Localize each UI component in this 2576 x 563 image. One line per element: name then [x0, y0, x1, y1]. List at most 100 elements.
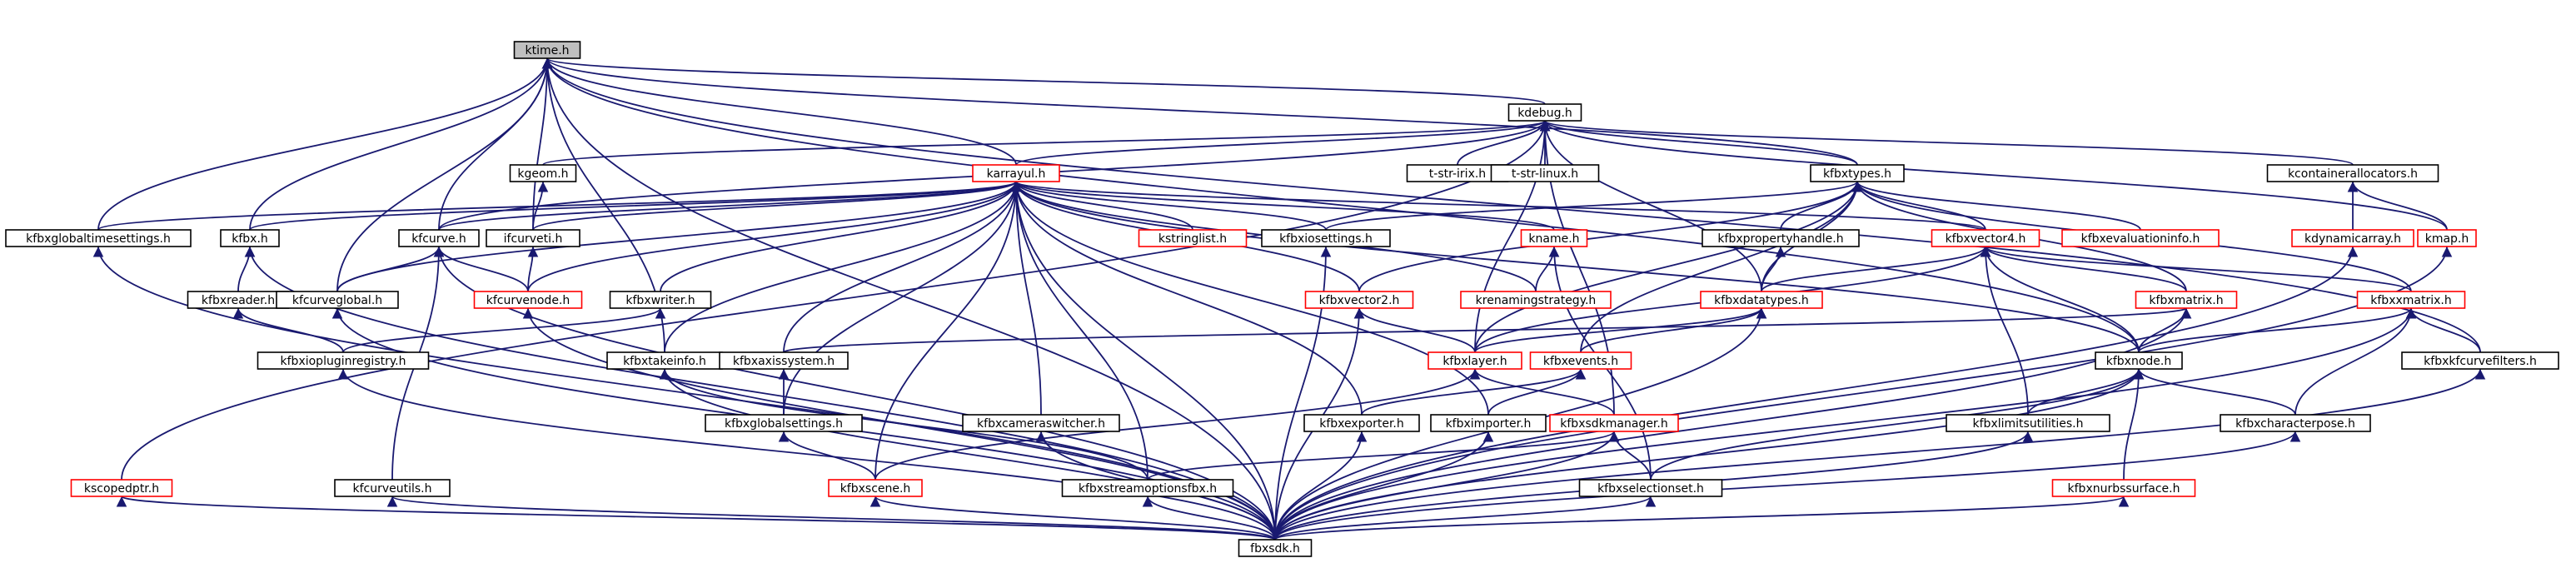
node-kfbxdatatypes[interactable]: kfbxdatatypes.h — [1700, 291, 1823, 309]
node-kfbxiopluginregistry[interactable]: kfbxiopluginregistry.h — [257, 351, 430, 370]
node-kfbx[interactable]: kfbx.h — [220, 229, 280, 247]
edge-kfbxglobaltimesettings-to-karrayul — [97, 181, 1021, 231]
edge-fbxsdk-to-kfbxstreamoptionsfbx — [1142, 496, 1276, 541]
node-kfbxtypes[interactable]: kfbxtypes.h — [1810, 164, 1905, 182]
edge-fbxsdk-to-kfbxscene — [869, 496, 1276, 541]
node-kfbxmatrix[interactable]: kfbxmatrix.h — [2135, 291, 2238, 309]
node-label: kfbxxmatrix.h — [2370, 294, 2451, 307]
node-box — [1578, 479, 1723, 497]
node-box — [473, 291, 583, 309]
node-label: kfbxglobaltimesettings.h — [26, 232, 171, 246]
node-kfcurve[interactable]: kfcurve.h — [398, 229, 480, 247]
node-kfbxglobalsettings[interactable]: kfbxglobalsettings.h — [705, 414, 863, 432]
edge-fbxsdk-to-karrayul — [1010, 181, 1276, 541]
node-kname[interactable]: kname.h — [1520, 229, 1588, 247]
node-kfbxkfcurvefilters[interactable]: kfbxkfcurvefilters.h — [2401, 351, 2559, 370]
node-label: kfbxpropertyhandle.h — [1717, 232, 1843, 246]
edge-kfbxselectionset-to-kfbxnode — [1650, 368, 2145, 481]
node-kgeom[interactable]: kgeom.h — [509, 164, 577, 182]
node-box — [1520, 229, 1588, 247]
node-kfbxexporter[interactable]: kfbxexporter.h — [1303, 414, 1420, 432]
node-box — [2220, 414, 2371, 432]
node-label: kfbxcharacterpose.h — [2235, 417, 2355, 431]
node-kfbximporter[interactable]: kfbximporter.h — [1430, 414, 1547, 432]
edge-kfbxcharacterpose-to-kfbxnode — [2133, 368, 2296, 416]
node-label: kfcurveutils.h — [352, 482, 431, 496]
node-label: ktime.h — [525, 44, 569, 57]
node-kfbxiosettings[interactable]: kfbxiosettings.h — [1261, 229, 1391, 247]
node-kscopedptr[interactable]: kscopedptr.h — [70, 479, 173, 497]
node-label: kcontainerallocators.h — [2288, 167, 2418, 181]
edge-kfbxnode-to-kfbxxmatrix — [2138, 307, 2417, 353]
node-kfbxreader[interactable]: kfbxreader.h — [187, 291, 290, 309]
node-kfbxlayer[interactable]: kfbxlayer.h — [1428, 351, 1522, 370]
node-label: kfbxaxissystem.h — [733, 355, 835, 368]
node-label: kfbxcameraswitcher.h — [977, 417, 1105, 431]
node-kfbxcameraswitcher[interactable]: kfbxcameraswitcher.h — [962, 414, 1120, 432]
node-label: kfbxsdkmanager.h — [1560, 417, 1667, 431]
node-box — [2266, 164, 2439, 182]
node-kfbxpropertyhandle[interactable]: kfbxpropertyhandle.h — [1702, 229, 1860, 247]
node-kfcurveglobal[interactable]: kfcurveglobal.h — [276, 291, 399, 309]
node-kfbxglobaltimesettings[interactable]: kfbxglobaltimesettings.h — [5, 229, 192, 247]
node-kfbxevents[interactable]: kfbxevents.h — [1529, 351, 1632, 370]
node-kdynamicarray[interactable]: kdynamicarray.h — [2291, 229, 2414, 247]
node-box — [1490, 164, 1600, 182]
edge-kfbxglobaltimesettings-to-ktime — [97, 57, 553, 231]
node-label: karrayul.h — [987, 167, 1046, 181]
edge-kfbxdatatypes-to-kfbxvector4 — [1761, 246, 1991, 292]
node-label: kfbxlayer.h — [1442, 355, 1507, 368]
node-kfbxstreamoptionsfbx[interactable]: kfbxstreamoptionsfbx.h — [1061, 479, 1234, 497]
node-box — [1702, 229, 1860, 247]
node-kfbxtakeinfo[interactable]: kfbxtakeinfo.h — [606, 351, 723, 370]
edge-kfbxlayer-to-kdebug — [1474, 120, 1551, 353]
node-kfbxxmatrix[interactable]: kfbxxmatrix.h — [2356, 291, 2466, 309]
node-ktime[interactable]: ktime.h — [513, 41, 581, 59]
node-box — [5, 229, 192, 247]
node-box — [70, 479, 173, 497]
node-krenamingstrategy[interactable]: krenamingstrategy.h — [1460, 291, 1612, 309]
edge-kfbxmatrix-to-kfbxvector4 — [1980, 246, 2187, 292]
node-kfbxnurbssurface[interactable]: kfbxnurbssurface.h — [2051, 479, 2196, 497]
edge-fbxsdk-to-kfbxkfcurvefilters — [1274, 368, 2486, 541]
node-kdebug[interactable]: kdebug.h — [1507, 103, 1582, 122]
edge-kfbxscene-to-kfbxglobalsettings — [778, 431, 876, 481]
edge-kfbxlimitsutilities-to-kfbxnode — [2027, 368, 2145, 416]
edge-kfbxvector4-to-karrayul — [1011, 181, 1986, 231]
edge-fbxsdk-to-kfbxtakeinfo — [659, 368, 1276, 541]
edge-fbxsdk-to-kfbxnurbssurface — [1274, 496, 2129, 541]
edge-kfbxlayer-to-kfbxtypes — [1474, 181, 1863, 353]
node-kfbxsdkmanager[interactable]: kfbxsdkmanager.h — [1549, 414, 1679, 432]
node-kfbxlimitsutilities[interactable]: kfbxlimitsutilities.h — [1946, 414, 2110, 432]
node-box — [1529, 351, 1632, 370]
node-karrayul[interactable]: karrayul.h — [972, 164, 1060, 182]
node-kfbxvector2[interactable]: kfbxvector2.h — [1304, 291, 1414, 309]
edge-kfbxglobalsettings-to-karrayul — [783, 181, 1022, 416]
edge-kfbxscene-to-kfbxlayer — [874, 368, 1481, 481]
node-kstringlist[interactable]: kstringlist.h — [1138, 229, 1248, 247]
node-kfbxcharacterpose[interactable]: kfbxcharacterpose.h — [2220, 414, 2371, 432]
node-kfbxwriter[interactable]: kfbxwriter.h — [609, 291, 712, 309]
edge-kfbxvector2-to-kfbxtypes — [1358, 181, 1863, 292]
node-kcontainerallocators[interactable]: kcontainerallocators.h — [2266, 164, 2439, 182]
node-box — [257, 351, 430, 370]
node-label: kmap.h — [2425, 232, 2469, 246]
edges-layer — [92, 57, 2486, 541]
node-kfbxselectionset[interactable]: kfbxselectionset.h — [1578, 479, 1723, 497]
node-fbxsdk[interactable]: fbxsdk.h — [1238, 539, 1313, 557]
node-kfbxscene[interactable]: kfbxscene.h — [828, 479, 923, 497]
node-label: kstringlist.h — [1158, 232, 1227, 246]
edge-kfbxtypes-to-ktime — [542, 57, 1858, 166]
node-ifcurveti[interactable]: ifcurveti.h — [486, 229, 580, 247]
edge-kfcurveglobal-to-kfcurve — [336, 246, 445, 292]
node-kfcurvenode[interactable]: kfcurvenode.h — [473, 291, 583, 309]
node-kfbxnode[interactable]: kfbxnode.h — [2095, 351, 2183, 370]
node-kmap[interactable]: kmap.h — [2417, 229, 2477, 247]
node-kfbxaxissystem[interactable]: kfbxaxissystem.h — [719, 351, 849, 370]
edge-kfbxevents-to-kfbxtypes — [1580, 181, 1863, 353]
node-kfcurveutils[interactable]: kfcurveutils.h — [334, 479, 451, 497]
node-box — [1138, 229, 1248, 247]
node-kfbxevaluationinfo[interactable]: kfbxevaluationinfo.h — [2061, 229, 2220, 247]
node-tstrlinux[interactable]: t-str-linux.h — [1490, 164, 1600, 182]
node-kfbxvector4[interactable]: kfbxvector4.h — [1931, 229, 2040, 247]
